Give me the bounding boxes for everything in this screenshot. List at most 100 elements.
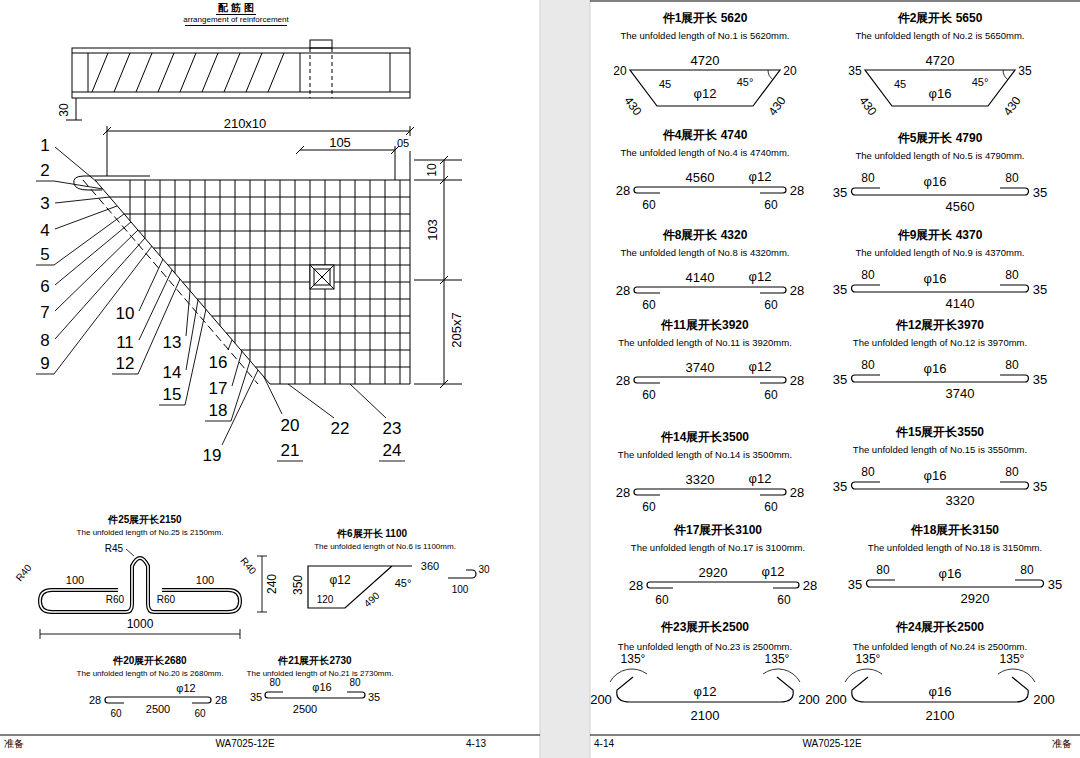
plan-grid — [400, 180, 401, 384]
dimension-label: 05 — [397, 138, 409, 149]
drawing-subtitle: arrangement of reinforcement — [183, 16, 288, 24]
callout-number: 19 — [203, 447, 222, 464]
dimension-label: 200 — [825, 693, 847, 706]
part-title: 件17展开长3100 — [674, 524, 762, 536]
plan-grid — [124, 214, 410, 215]
plan-dimensions — [410, 151, 411, 180]
dimension-label: 80 — [861, 359, 874, 371]
angle-label: 45° — [395, 578, 412, 589]
dimension-label: 4720 — [926, 54, 955, 67]
angle-label: 135° — [765, 653, 790, 665]
plan-grid — [226, 333, 410, 334]
section-view — [136, 53, 152, 92]
bar-shape-20-21 — [105, 692, 365, 703]
plan-grid — [220, 180, 221, 326]
leader-line — [36, 147, 405, 461]
dimension-label: 28 — [790, 284, 804, 297]
section-view — [72, 92, 410, 93]
dimension-label: 80 — [1005, 359, 1018, 371]
bar-shape-25 — [262, 556, 263, 612]
diameter-label: φ16 — [929, 87, 952, 100]
radius-label: R40 — [238, 556, 257, 576]
dimension-label: 35 — [833, 373, 847, 386]
part-title: 件23展开长2500 — [661, 621, 749, 633]
leader-line — [36, 374, 54, 375]
part-title: 件15展开长3550 — [896, 426, 984, 438]
dimension-label: 60 — [764, 389, 777, 401]
section-view — [300, 53, 301, 92]
dimension-label: 60 — [110, 709, 121, 719]
callout-number: 1 — [40, 137, 49, 154]
bar-shape — [634, 287, 786, 293]
part-caption: The unfolded length of No.4 is 4740mm. — [621, 148, 790, 158]
part-caption: The unfolded length of No.8 is 4320mm. — [621, 248, 790, 258]
plan-grid — [139, 231, 410, 232]
plan-grid — [160, 180, 161, 256]
angle-label: 45 — [894, 79, 906, 90]
dimension-label: 28 — [790, 184, 804, 197]
part-caption: The unfolded length of No.1 is 5620mm. — [621, 31, 790, 41]
dimension-label: 35 — [833, 283, 847, 296]
dimension-label: 3320 — [686, 473, 715, 486]
leader-line — [139, 270, 172, 340]
leader-line — [205, 421, 231, 422]
diameter-label: φ16 — [924, 175, 947, 188]
section-view — [88, 53, 89, 92]
section-view — [246, 53, 262, 92]
callout-number: 23 — [383, 420, 402, 437]
dimension-label: 60 — [642, 199, 655, 211]
part-title: 件5展开长 4790 — [898, 132, 983, 144]
plan-grid — [310, 265, 334, 289]
section-view — [76, 98, 77, 120]
dimension-label: 35 — [848, 578, 862, 591]
dimension-label: 2920 — [961, 592, 990, 605]
drawing-title: 配 筋 图 — [218, 3, 254, 13]
dimension-label: 35 — [848, 65, 861, 77]
callout-number: 20 — [281, 417, 300, 434]
leader-line — [55, 222, 131, 285]
dimension-label: 350 — [292, 575, 304, 595]
callout-number: 5 — [40, 246, 49, 263]
bar-shape-20-21 — [265, 692, 365, 698]
bar-shape — [610, 669, 800, 702]
plan-dimensions — [107, 131, 410, 132]
diameter-label: φ12 — [749, 170, 772, 183]
part-title: 件1展开长 5620 — [663, 12, 748, 24]
dimension-label: 60 — [655, 594, 668, 606]
page-rule — [590, 1, 1080, 2]
dimension-label: 2920 — [699, 566, 728, 579]
section-view — [310, 40, 332, 48]
dimension-label: 430 — [857, 94, 879, 117]
plan-dimensions — [414, 280, 462, 281]
plan-grid — [280, 180, 281, 384]
dimension-label: 35 — [250, 692, 262, 703]
leader-line — [54, 181, 103, 189]
callout-number: 15 — [163, 386, 182, 403]
dimension-label: 100 — [66, 575, 84, 586]
dimension-label: 60 — [764, 299, 777, 311]
section-view — [66, 120, 82, 121]
callout-number: 16 — [209, 354, 228, 371]
angle-label: 45° — [972, 77, 989, 88]
plan-grid — [153, 248, 410, 249]
plan-grid — [310, 265, 334, 289]
diameter-label: φ12 — [762, 565, 785, 578]
plan-grid — [175, 180, 176, 273]
leader-line — [159, 405, 185, 406]
part-caption: The unfolded length of No.14 is 3500mm. — [618, 450, 792, 460]
diameter-label: φ16 — [924, 362, 947, 375]
section-view — [158, 53, 174, 92]
leader-line — [54, 246, 152, 374]
dimension-label: 28 — [803, 579, 817, 592]
plan-dimensions — [444, 160, 445, 384]
dimension-label: 35 — [833, 186, 847, 199]
leader-line — [264, 377, 282, 414]
dimension-label: 430 — [1001, 94, 1023, 117]
dimension-label: 20 — [613, 65, 626, 77]
dimension-label: 20 — [783, 65, 796, 77]
leader-line — [55, 230, 138, 311]
part-caption: The unfolded length of No.6 is 1100mm. — [314, 543, 456, 551]
section-view — [332, 48, 333, 98]
bar-shape-25 — [257, 612, 267, 613]
diameter-label: φ12 — [176, 683, 195, 694]
